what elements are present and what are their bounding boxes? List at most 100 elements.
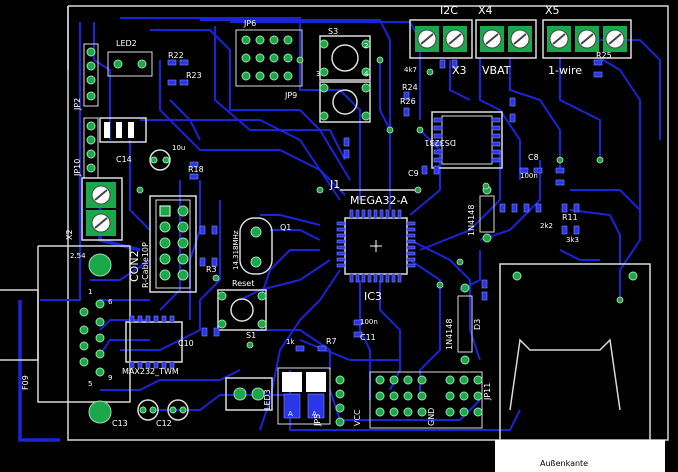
- label-led2: LED2: [116, 39, 137, 48]
- connector-db9: [0, 245, 131, 424]
- label-c-1: C: [312, 384, 317, 392]
- label-i2c: I2C: [440, 4, 458, 17]
- label-led3: LED3: [263, 389, 272, 410]
- label-100n-a: 100n: [360, 318, 378, 326]
- silkscreen-labels: I2C X4 X5 X3 VBAT 1-wire DS3231 MEGA32-A…: [21, 4, 612, 468]
- label-s1: S1: [246, 331, 256, 340]
- led2: [107, 51, 153, 77]
- chip-max232: [125, 315, 183, 369]
- cap-c12: [167, 399, 189, 421]
- smd-passives: [167, 59, 603, 352]
- header-jp11: [369, 371, 483, 429]
- switch-s3-top: [319, 35, 371, 81]
- label-c13: C13: [112, 419, 128, 428]
- vias: [136, 56, 624, 349]
- max232-pads: [129, 315, 175, 369]
- label-pin-4: 4: [364, 70, 369, 78]
- label-pin-3: 3: [316, 70, 320, 78]
- label-r3: R3: [206, 265, 217, 274]
- label-pin-2: 2: [364, 42, 368, 50]
- label-254: 2.54: [70, 252, 86, 260]
- label-a-2: A: [312, 410, 317, 418]
- label-r25: R25: [596, 51, 612, 60]
- terminal-x4: [409, 19, 473, 59]
- label-s3: S3: [328, 27, 338, 36]
- label-jp5: JP5: [313, 414, 322, 427]
- label-jp11: JP11: [483, 383, 492, 401]
- label-100n-b: 100n: [520, 172, 538, 180]
- header-jp10: [83, 117, 99, 179]
- mcu-pads-top: [349, 209, 402, 219]
- label-x5: X5: [545, 4, 560, 17]
- label-mega32: MEGA32-A: [350, 194, 408, 207]
- label-c12: C12: [156, 419, 172, 428]
- regulator-ic: [99, 117, 147, 143]
- label-2k2: 2k2: [540, 222, 553, 230]
- mcu-pads-right: [406, 221, 416, 268]
- label-d3: D3: [473, 319, 482, 330]
- label-jp9: JP9: [284, 91, 297, 100]
- label-jp6: JP6: [243, 19, 256, 28]
- led3: [225, 377, 273, 411]
- label-r24: R24: [402, 83, 418, 92]
- label-reset: Reset: [232, 279, 254, 288]
- label-r7: R7: [326, 337, 337, 346]
- connector-right: [495, 263, 665, 472]
- label-jp10: JP10: [73, 159, 82, 177]
- diode-1n4148-b: [457, 283, 473, 365]
- db9-pins: [79, 253, 112, 424]
- label-r22: R22: [168, 51, 184, 60]
- diode-1n4148-a: [479, 185, 495, 243]
- label-10u: 10u: [172, 144, 185, 152]
- mcu-mega32: [336, 189, 420, 283]
- copper-traces: [18, 17, 661, 442]
- label-1wire: 1-wire: [548, 64, 582, 77]
- label-c8: C8: [528, 153, 539, 162]
- label-vbat: VBAT: [482, 64, 511, 77]
- crystal-q1: [239, 217, 273, 275]
- label-1n4148b: 1N4148: [445, 319, 454, 350]
- label-x2: X2: [65, 229, 74, 240]
- cap-c13: [137, 399, 159, 421]
- header-jp6: [235, 29, 303, 87]
- label-gnd: GND: [427, 408, 436, 426]
- label-aussenkante: Außenkante: [540, 459, 588, 468]
- label-f09: F09: [21, 375, 30, 390]
- label-c9: C9: [408, 169, 419, 178]
- terminal-x5: [542, 19, 632, 59]
- label-rcable: R-Cable10P: [141, 242, 150, 288]
- label-14318: 14.318MHz: [232, 230, 240, 270]
- switch-s3-bottom: [319, 81, 371, 123]
- label-pin-5: 5: [88, 380, 92, 388]
- label-j1: J1: [329, 178, 340, 191]
- label-pin-9: 9: [108, 374, 112, 382]
- label-4k7: 4k7: [404, 66, 417, 74]
- label-x3: X3: [452, 64, 467, 77]
- con2-pins: [159, 205, 189, 281]
- rtc-chip-ds3231: [431, 111, 503, 169]
- label-r23: R23: [186, 71, 202, 80]
- label-r11: R11: [562, 213, 578, 222]
- header-jp2: [83, 43, 99, 107]
- label-x4: X4: [478, 4, 493, 17]
- label-c14: C14: [116, 155, 132, 164]
- mcu-pads-bottom: [349, 273, 402, 283]
- mcu-pads-left: [336, 221, 346, 268]
- label-r18: R18: [188, 165, 204, 174]
- rtc-pads: [433, 117, 501, 163]
- terminal-x3: [475, 19, 537, 59]
- label-c10: C10: [178, 339, 194, 348]
- board-outline: [67, 5, 669, 441]
- label-vcc: VCC: [353, 409, 362, 426]
- label-pin-1: 1: [88, 288, 92, 296]
- label-1n4148a: 1N4148: [467, 205, 476, 236]
- header-jp5: [277, 367, 345, 427]
- label-a-1: A: [288, 410, 293, 418]
- switch-reset: [217, 289, 267, 331]
- connector-con2: [149, 195, 197, 293]
- label-k-1: K: [288, 384, 293, 392]
- label-1k: 1k: [286, 338, 295, 346]
- label-ic3: IC3: [364, 290, 382, 303]
- label-max232: MAX232_TWM: [122, 367, 179, 376]
